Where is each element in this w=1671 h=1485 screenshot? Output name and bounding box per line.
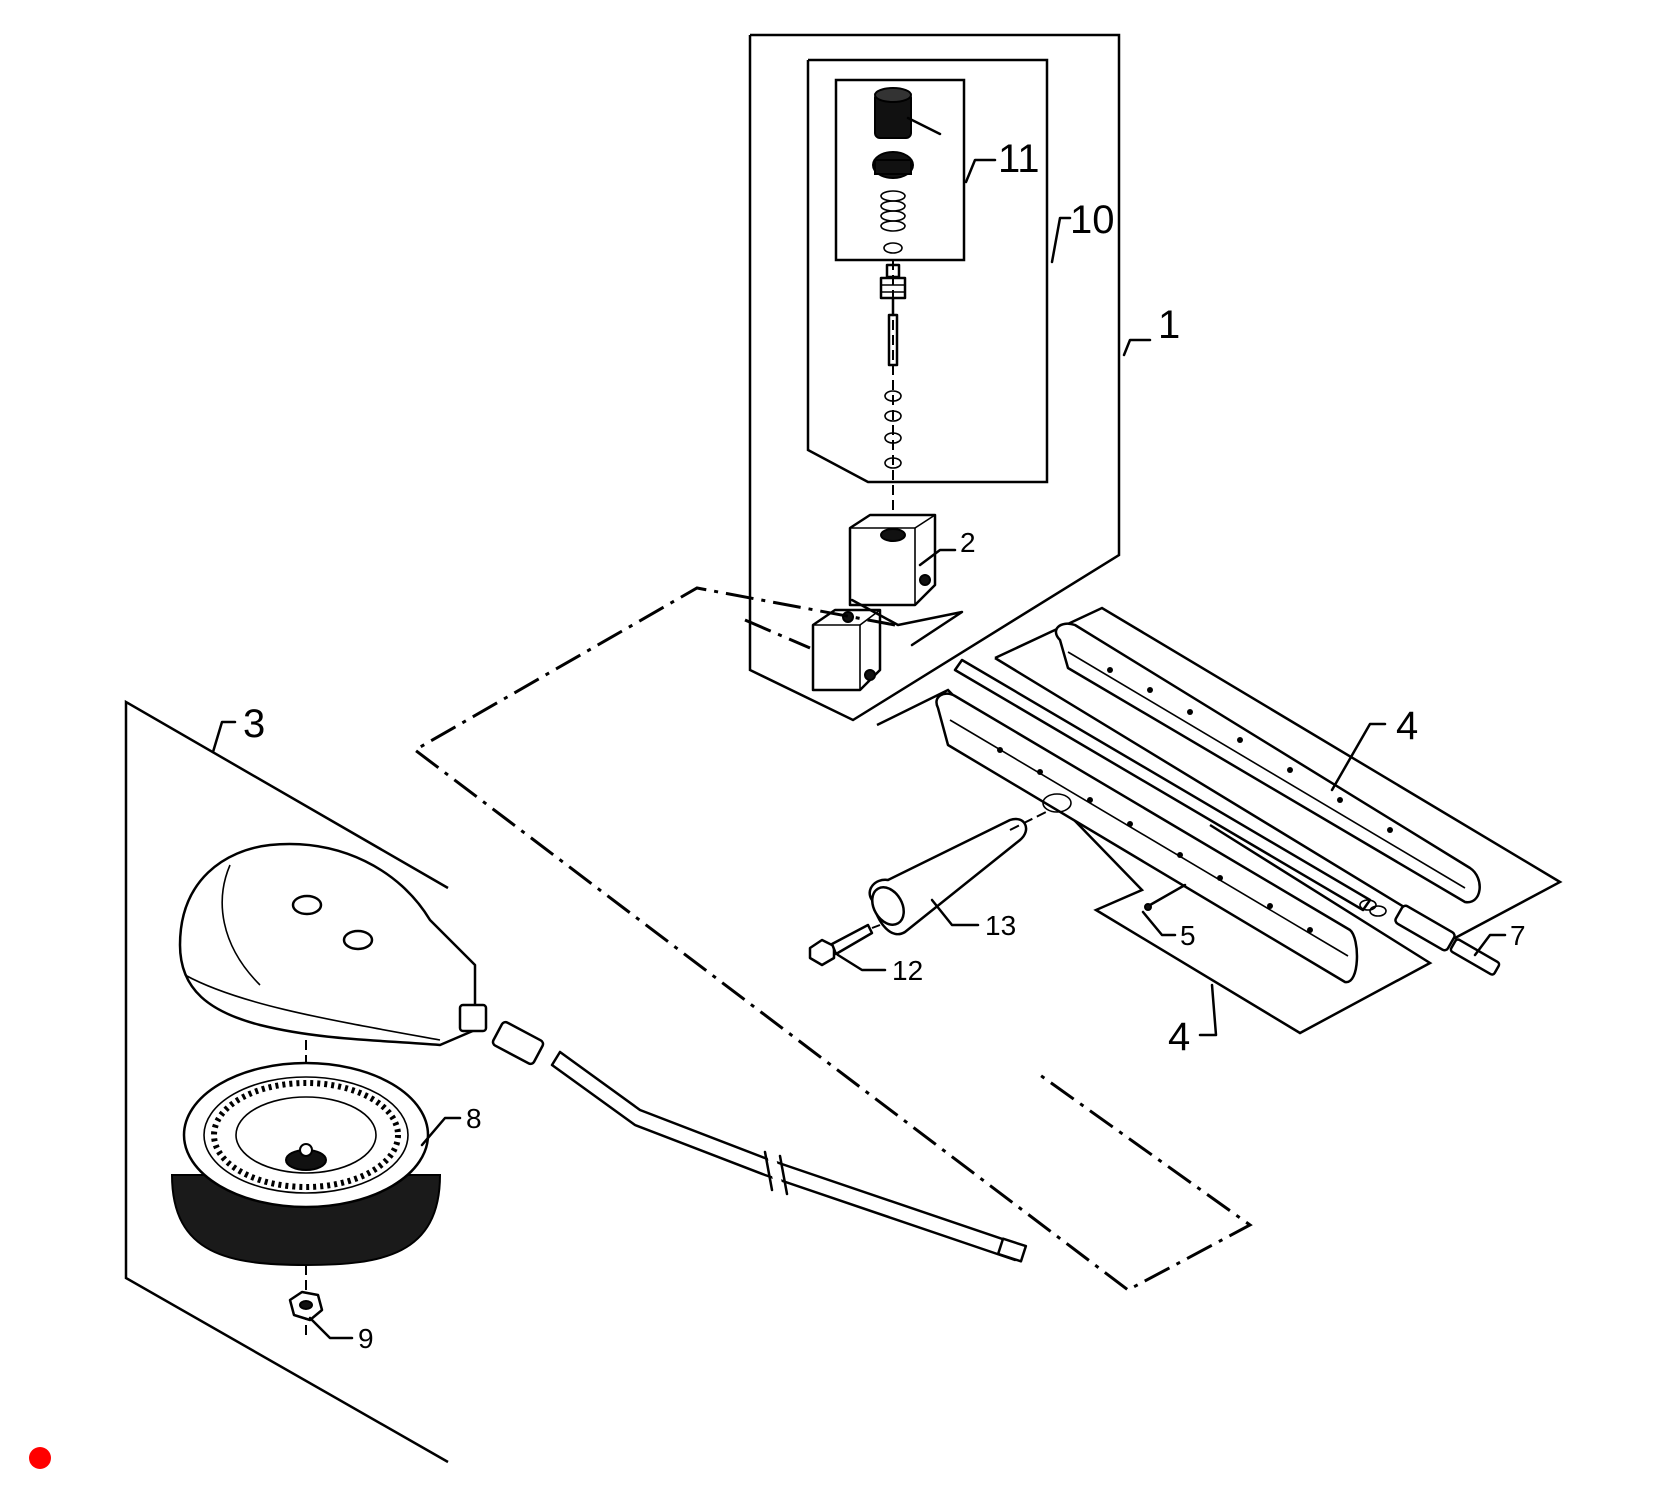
- svg-text:5: 5: [1180, 920, 1196, 951]
- brush-group: [124, 699, 1028, 1464]
- callout-4-upper: 4: [1330, 704, 1418, 792]
- svg-text:3: 3: [243, 702, 265, 746]
- knob-kit-frame-11: [834, 78, 966, 262]
- set-screw-icon: [1144, 883, 1187, 911]
- wand-tube-icon: [550, 1050, 1028, 1263]
- svg-text:1: 1: [1158, 303, 1180, 347]
- upper-rail-icon: [1054, 622, 1481, 904]
- lower-rail-icon: [935, 692, 1359, 984]
- valve-assembly-group: [748, 33, 1121, 722]
- rail-group: [808, 606, 1563, 1035]
- bolt-icon: [808, 923, 881, 967]
- status-indicator-dot: [29, 1447, 51, 1469]
- rail-frame-4-lower: [876, 688, 1433, 1035]
- svg-text:11: 11: [998, 137, 1040, 181]
- callout-9: 9: [308, 1316, 374, 1354]
- cartridge-frame-10: [806, 58, 1049, 484]
- bracket-outline: [850, 598, 964, 647]
- svg-text:2: 2: [960, 527, 976, 558]
- knob-cap-icon: [874, 87, 942, 139]
- brush-housing-icon: [178, 842, 488, 1047]
- callout-2: 2: [918, 527, 976, 567]
- callout-12: 12: [836, 953, 923, 986]
- grip-handle-icon: [868, 809, 1051, 936]
- svg-text:7: 7: [1510, 920, 1526, 951]
- svg-text:10: 10: [1070, 198, 1115, 242]
- callout-3: 3: [211, 702, 265, 754]
- svg-text:9: 9: [358, 1323, 374, 1354]
- svg-text:13: 13: [985, 910, 1016, 941]
- callout-7: 7: [1473, 920, 1526, 957]
- svg-text:4: 4: [1168, 1015, 1190, 1059]
- brush-frame-3: [124, 699, 449, 1464]
- assembly-frame-1: [748, 33, 1121, 722]
- reference-boundary-line-2: [744, 618, 811, 650]
- rotating-brush-icon: [170, 1061, 442, 1267]
- callout-10: 10: [1050, 198, 1115, 264]
- valve-body-icon: [848, 513, 937, 607]
- callout-8: 8: [420, 1103, 482, 1147]
- knob-base-icon: [872, 151, 914, 179]
- washer-icon: [883, 242, 903, 254]
- callout-11: 11: [964, 137, 1040, 184]
- callout-4-lower: 4: [1168, 983, 1218, 1059]
- svg-text:12: 12: [892, 955, 923, 986]
- callout-13: 13: [930, 898, 1016, 941]
- callout-5: 5: [1141, 910, 1196, 951]
- reference-boundary-line: [412, 586, 1253, 1292]
- callout-1: 1: [1122, 303, 1180, 357]
- svg-text:8: 8: [466, 1103, 482, 1134]
- spring-icon: [880, 190, 906, 232]
- coupling-icon: [491, 1020, 545, 1066]
- center-shaft-icon: [953, 658, 1501, 976]
- svg-text:4: 4: [1396, 704, 1418, 748]
- mounting-block-icon: [811, 608, 882, 692]
- hex-nut-icon: [288, 1290, 324, 1322]
